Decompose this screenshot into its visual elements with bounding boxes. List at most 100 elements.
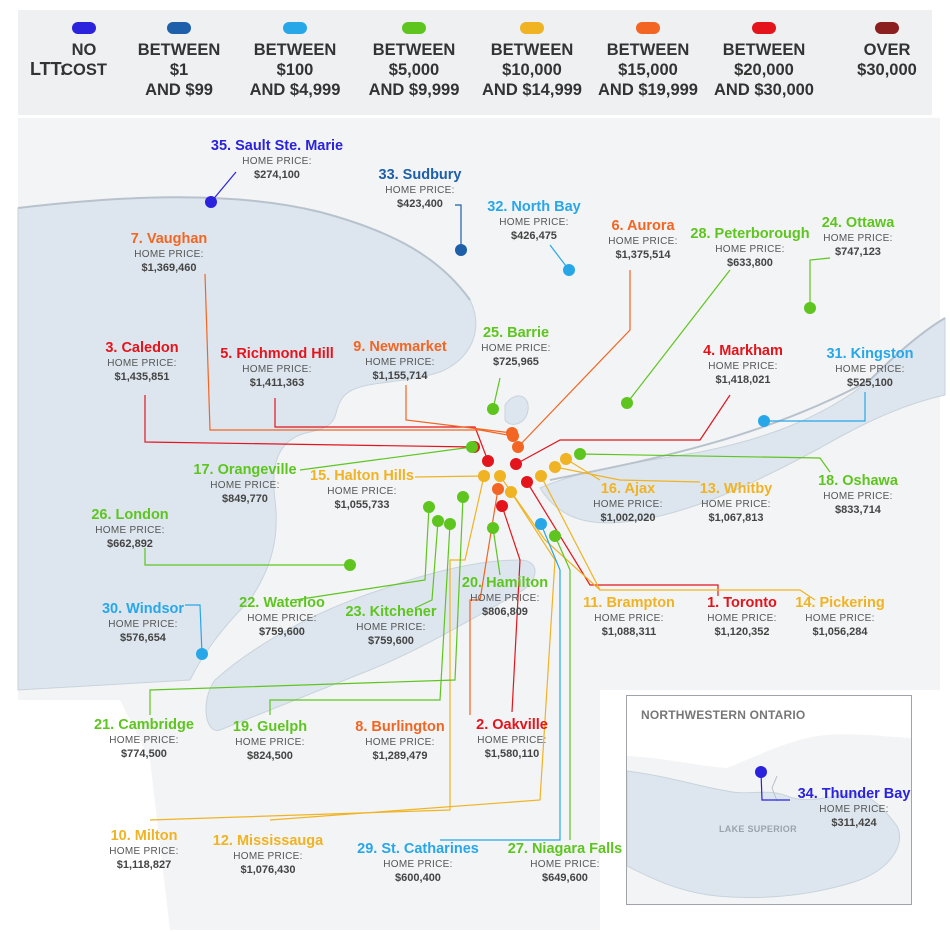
city-dot-windsor[interactable] — [196, 648, 208, 660]
home-price-value: $1,369,460 — [141, 262, 197, 274]
home-price-label: HOME PRICE: — [247, 613, 317, 624]
home-price-label: HOME PRICE: — [383, 859, 453, 870]
city-dot-brampton[interactable] — [494, 470, 506, 482]
city-dot-ajax[interactable] — [560, 453, 572, 465]
leader-line-markham — [515, 394, 731, 465]
home-price-value: $1,435,851 — [114, 371, 170, 383]
city-dot-sault-ste-marie[interactable] — [205, 196, 217, 208]
home-price-value: $1,375,514 — [615, 249, 671, 261]
home-price-label: HOME PRICE: — [134, 249, 204, 260]
city-dot-ottawa[interactable] — [804, 302, 816, 314]
city-dot-kingston[interactable] — [758, 415, 770, 427]
city-dot-burlington[interactable] — [492, 483, 504, 495]
city-name: 3. Caledon — [105, 340, 179, 356]
city-name: 2. Oakville — [476, 717, 548, 733]
city-name: 5. Richmond Hill — [220, 346, 334, 362]
city-dot-markham[interactable] — [510, 458, 522, 470]
city-dot-newmarket[interactable] — [506, 427, 518, 439]
home-price-value: $600,400 — [395, 872, 441, 884]
city-name: 28. Peterborough — [690, 226, 810, 242]
legend-swatch — [636, 22, 660, 34]
home-price-label: HOME PRICE: — [365, 357, 435, 368]
city-name: 8. Burlington — [355, 719, 445, 735]
city-dot-oshawa[interactable] — [574, 448, 586, 460]
city-name: 30. Windsor — [101, 601, 185, 617]
legend-line: AND $99 — [145, 81, 213, 99]
city-name: 14. Pickering — [795, 595, 885, 611]
leader-line-sault-ste-marie — [210, 171, 237, 203]
city-name: 10. Milton — [110, 828, 178, 844]
legend-line: AND $30,000 — [714, 81, 814, 99]
lake-erie — [205, 559, 536, 731]
home-price-label: HOME PRICE: — [210, 480, 280, 491]
home-price-value: $1,120,352 — [714, 626, 770, 638]
legend-line: AND $19,999 — [598, 81, 698, 99]
city-dot-whitby[interactable] — [549, 461, 561, 473]
city-dot-oakville[interactable] — [496, 500, 508, 512]
city-dot-barrie[interactable] — [487, 403, 499, 415]
legend-swatch — [167, 22, 191, 34]
inset-map — [627, 734, 911, 904]
city-dot-waterloo[interactable] — [423, 501, 435, 513]
home-price-value: $1,067,813 — [708, 512, 764, 524]
city-dot-toronto[interactable] — [521, 476, 533, 488]
city-dot-halton-hills[interactable] — [478, 470, 490, 482]
home-price-value: $1,076,430 — [240, 864, 296, 876]
city-name: 4. Markham — [703, 343, 783, 359]
home-price-label: HOME PRICE: — [707, 613, 777, 624]
city-dot-london[interactable] — [344, 559, 356, 571]
city-dot-hamilton[interactable] — [487, 522, 499, 534]
city-dot-st-catharines[interactable] — [535, 518, 547, 530]
city-dot-richmond-hill[interactable] — [482, 455, 494, 467]
city-dot-orangeville[interactable] — [466, 441, 478, 453]
legend-line: OVER — [863, 41, 911, 59]
home-price-label: HOME PRICE: — [499, 217, 569, 228]
legend-label: LTT: — [30, 59, 66, 79]
legend-line: $10,000 — [502, 61, 562, 79]
legend-line: $100 — [276, 61, 314, 79]
city-dot-niagara-falls[interactable] — [549, 530, 561, 542]
city-name: 24. Ottawa — [821, 215, 895, 231]
home-price-value: $759,600 — [368, 635, 414, 647]
leader-line-kitchener — [414, 520, 439, 609]
city-dot-aurora[interactable] — [512, 441, 524, 453]
city-dot-cambridge[interactable] — [457, 491, 469, 503]
home-price-label: HOME PRICE: — [835, 364, 905, 375]
city-dot-north-bay[interactable] — [563, 264, 575, 276]
leader-line-whitby — [554, 466, 701, 483]
city-name: 33. Sudbury — [378, 167, 462, 183]
city-dot-sudbury[interactable] — [455, 244, 467, 256]
city-dot-kitchener[interactable] — [432, 515, 444, 527]
lake-superior-label: LAKE SUPERIOR — [719, 824, 797, 834]
city-dot-guelph[interactable] — [444, 518, 456, 530]
home-price-value: $1,002,020 — [600, 512, 656, 524]
legend-swatch — [72, 22, 96, 34]
leader-line-pickering — [540, 475, 816, 601]
city-name: 32. North Bay — [487, 199, 581, 215]
home-price-label: HOME PRICE: — [365, 737, 435, 748]
home-price-label: HOME PRICE: — [235, 737, 305, 748]
city-dot-mississauga[interactable] — [505, 486, 517, 498]
leader-line-sudbury — [455, 204, 462, 250]
home-price-value: $1,580,110 — [484, 748, 540, 760]
city-dot-pickering[interactable] — [535, 470, 547, 482]
city-dot-peterborough[interactable] — [621, 397, 633, 409]
leader-line-windsor — [185, 604, 203, 655]
legend-swatch — [752, 22, 776, 34]
city-name: 9. Newmarket — [353, 339, 447, 355]
lake-ontario — [539, 317, 946, 524]
